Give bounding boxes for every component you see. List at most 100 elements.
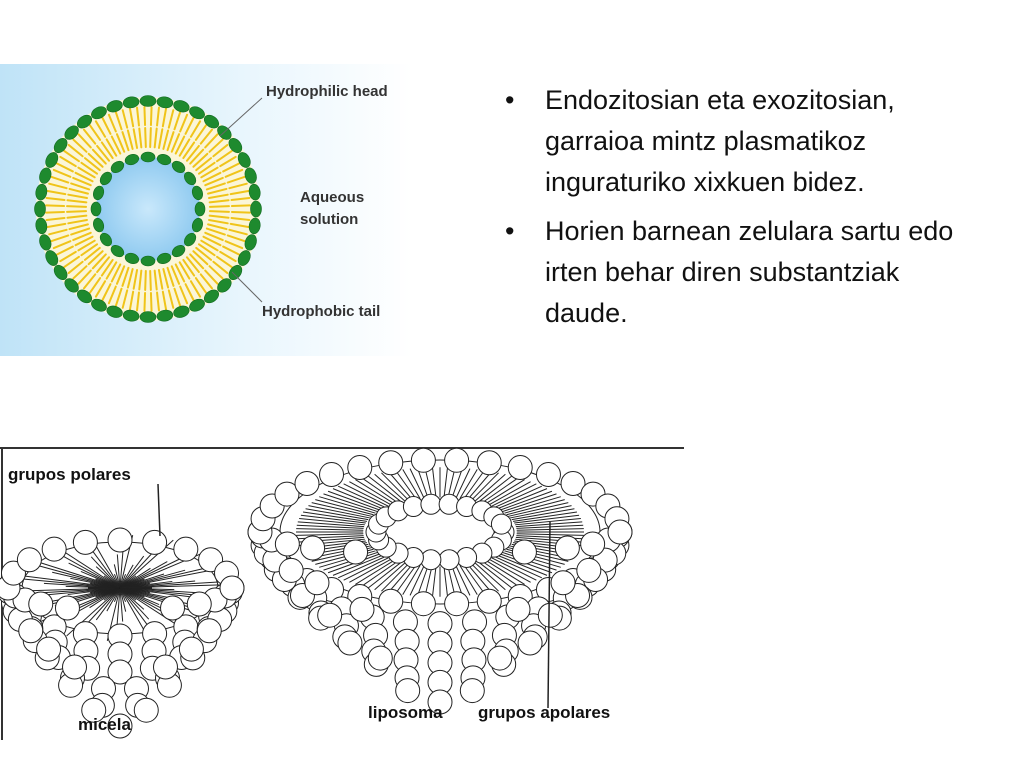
liposome-tail (447, 467, 456, 498)
micelle-head-bubble (133, 697, 159, 723)
bullet-text: Horien barnean zelulara sartu edo irten … (545, 216, 954, 328)
liposome-head-bubble (505, 596, 531, 622)
hydrophobic-tail-line (66, 199, 88, 204)
hydrophilic-head-ellipse (244, 167, 257, 184)
hydrophobic-tail-line (208, 265, 224, 280)
liposome-tail (355, 559, 396, 585)
hydrophobic-tail-line (72, 231, 92, 242)
label-solution: solution (300, 211, 358, 228)
hydrophobic-tail-line (179, 285, 189, 305)
hydrophilic-head-ellipse (171, 160, 186, 174)
hydrophobic-tail-line (208, 193, 229, 200)
hydrophobic-tail-line (202, 171, 222, 183)
micelle-head-bubble (54, 595, 80, 621)
liposome-head-bubble (607, 519, 633, 545)
micelle-head-bubble (142, 529, 168, 555)
hydrophilic-head-ellipse (53, 264, 68, 281)
hydrophobic-tail-line (46, 222, 67, 229)
hydrophobic-tail-line (94, 120, 107, 138)
liposome-tail (296, 528, 364, 531)
label-grupos-apolares: grupos apolares (478, 703, 610, 722)
hydrophobic-tail-line (138, 269, 143, 291)
hydrophilic-head-ellipse (99, 171, 113, 186)
hydrophobic-tail-line (144, 127, 147, 149)
liposome-tail (459, 565, 478, 595)
liposome-tail (409, 468, 425, 499)
hydrophilic-head-ellipse (106, 100, 123, 113)
liposome-tail (349, 558, 392, 583)
hydrophobic-tail-line (80, 161, 99, 175)
hydrophobic-tail-line (189, 253, 205, 270)
hydrophilic-head-ellipse (39, 167, 52, 184)
hydrophobic-tail-line (199, 273, 214, 290)
hydrophobic-tail-line (50, 234, 70, 243)
hydrophobic-tail-line (212, 260, 229, 275)
hydrophobic-tail-line (115, 265, 126, 285)
hydrophilic-head-ellipse (110, 160, 125, 174)
liposome-inner-bubble (456, 546, 478, 568)
hydrophilic-head-ellipse (248, 183, 261, 201)
hydrophobic-tail-line (149, 269, 152, 291)
hydrophobic-tail-line (114, 111, 123, 131)
hydrophobic-tail-line (167, 289, 175, 309)
bullet-text: Endozitosian eta exozitosian, garraioa m… (545, 85, 895, 197)
hydrophobic-tail-line (52, 240, 72, 250)
hydrophobic-tail-line (199, 128, 214, 145)
liposome-head-bubble (395, 678, 421, 704)
hydrophobic-tail-line (161, 290, 168, 311)
hydrophobic-tail-line (189, 280, 202, 298)
hydrophobic-tail-line (96, 256, 111, 274)
hydrophobic-tail-line (195, 246, 213, 261)
hydrophobic-tail-line (216, 149, 233, 163)
hydrophilic-head-ellipse (217, 278, 232, 293)
liposome-tail (447, 566, 456, 597)
liposome-tail (484, 479, 525, 505)
hydrophobic-tail-line (77, 269, 92, 285)
liposome-tail (424, 467, 433, 498)
micelle-liposome-diagram: grupos polares micela liposoma grupos ap… (0, 440, 684, 740)
liposome-tail (481, 560, 519, 587)
hydrophobic-tail-line (157, 128, 164, 149)
liposome-head-bubble (410, 447, 436, 473)
hydrophobic-tail-line (153, 269, 158, 291)
liposome-tail (504, 496, 561, 514)
hydrophilic-head-ellipse (90, 201, 102, 217)
liposome-tail (337, 555, 386, 579)
label-aqueous: Aqueous (300, 189, 364, 206)
liposome-tail (514, 514, 580, 524)
micelle-tail (116, 554, 121, 589)
hydrophobic-tail-line (66, 214, 88, 219)
hydrophobic-tail-line (59, 250, 77, 263)
hydrophobic-tail-line (45, 217, 66, 221)
hydrophobic-tail-line (207, 187, 228, 195)
hydrophobic-tail-line (87, 250, 104, 266)
liposome-tail (488, 558, 531, 583)
liposome-tail (311, 502, 372, 517)
liposome-tail (323, 493, 379, 513)
liposome-head-bubble (274, 481, 300, 507)
liposome-tail (374, 562, 406, 591)
micelle-tail (119, 587, 145, 610)
hydrophobic-tail-line (208, 199, 230, 204)
hydrophobic-tail-line (48, 182, 68, 190)
hydrophilic-head-ellipse (156, 154, 172, 166)
liposome-head-bubble (319, 462, 345, 488)
micelle-head-bubble (62, 654, 88, 680)
hydrophobic-tail-line (136, 291, 140, 312)
liposome-head-bubble (378, 588, 404, 614)
hydrophilic-head-ellipse (228, 137, 243, 154)
hydrophilic-head-ellipse (139, 311, 157, 323)
hydrophobic-tail-line (224, 240, 244, 250)
liposome-tail (463, 470, 485, 500)
liposome-head-bubble (476, 588, 502, 614)
hydrophobic-tail-line (230, 217, 251, 221)
tail-pointer (231, 271, 263, 303)
liposome-3d (247, 447, 633, 715)
hydrophobic-tail-line (230, 204, 251, 208)
liposome-tail (381, 472, 410, 501)
hydrophobic-tail-line (91, 148, 107, 165)
micelle-tail (119, 581, 219, 589)
micelle-head-bubble (219, 575, 245, 601)
liposome-head-bubble (347, 455, 373, 481)
hydrophobic-tail-line (55, 245, 74, 256)
